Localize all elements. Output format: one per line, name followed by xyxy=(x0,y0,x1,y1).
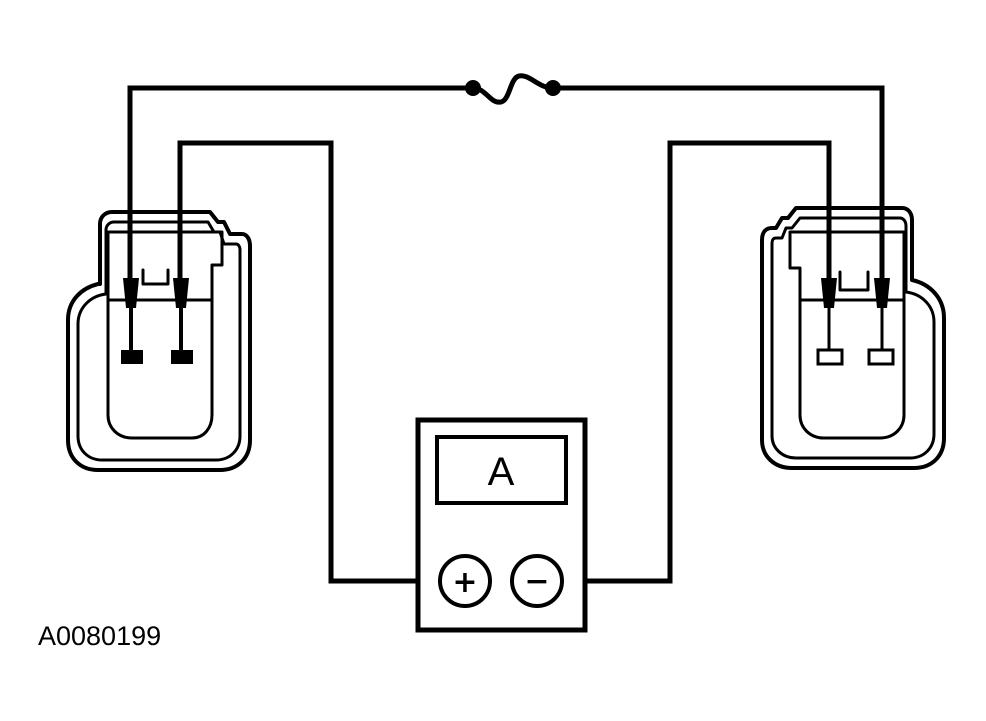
negative-terminal-label: − xyxy=(524,564,549,599)
fused-jumper-wire-right xyxy=(550,85,885,281)
left-connector-inner-shell xyxy=(76,220,242,462)
ammeter-display-label: A xyxy=(488,450,515,494)
right-connector-outer-shell xyxy=(760,206,946,470)
right-connector-terminals xyxy=(816,278,895,366)
left-connector xyxy=(66,210,252,472)
fuse-icon xyxy=(465,73,561,105)
right-connector-cavity xyxy=(798,298,906,440)
negative-terminal xyxy=(510,554,564,608)
left-connector-terminals xyxy=(121,278,193,364)
ammeter-display xyxy=(435,435,568,505)
meter-lead-positive xyxy=(177,140,445,584)
ammeter-icon: A + − xyxy=(415,417,588,633)
positive-terminal-label: + xyxy=(452,565,477,600)
figure-id: A0080199 xyxy=(38,621,161,651)
wires xyxy=(127,85,885,584)
fused-jumper-wire-left xyxy=(127,85,476,281)
meter-lead-negative xyxy=(560,140,832,584)
left-connector-cavity xyxy=(106,298,214,440)
right-connector-inner-shell xyxy=(770,216,936,460)
left-connector-outer-shell xyxy=(66,210,252,472)
right-connector xyxy=(760,206,946,470)
positive-terminal xyxy=(438,554,492,608)
